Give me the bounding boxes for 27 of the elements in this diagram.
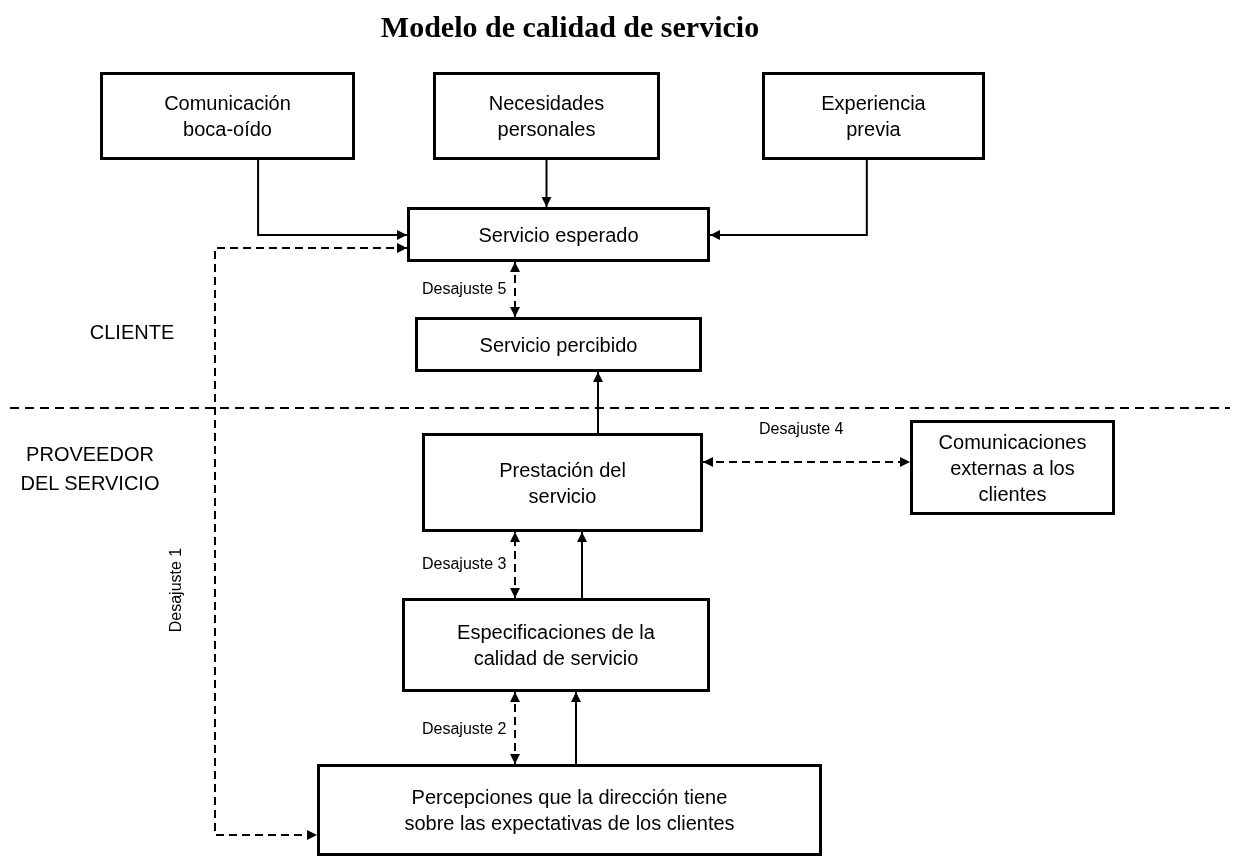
arrow [214,243,408,840]
process-box: Servicio esperado [407,207,710,262]
arrow [577,531,587,599]
process-box: Comunicación boca-oído [100,72,355,160]
process-box: Experiencia previa [762,72,985,160]
arrow [257,159,408,240]
edge-label: Desajuste 4 [757,420,846,438]
arrow [709,159,868,240]
arrow [510,531,520,599]
process-box: Comunicaciones externas a los clientes [910,420,1115,515]
diagram-title: Modelo de calidad de servicio [379,10,761,44]
arrow [702,457,911,467]
section-label: PROVEEDOR DEL SERVICIO [20,442,160,496]
process-box: Percepciones que la dirección tiene sobre las expectativas de los clientes [317,764,822,856]
process-box: Especificaciones de la calidad de servicio [402,598,710,692]
edge-label: Desajuste 5 [420,280,509,298]
section-label: CLIENTE [88,320,176,345]
edge-label: Desajuste 2 [420,720,509,738]
arrow [510,691,520,765]
arrow [510,261,520,318]
process-box: Servicio percibido [415,317,702,372]
arrow [541,159,552,208]
process-box: Necesidades personales [433,72,660,160]
arrow [593,371,603,434]
process-box: Prestación del servicio [422,433,703,532]
edge-label: Desajuste 3 [420,555,509,573]
arrow [571,691,581,765]
